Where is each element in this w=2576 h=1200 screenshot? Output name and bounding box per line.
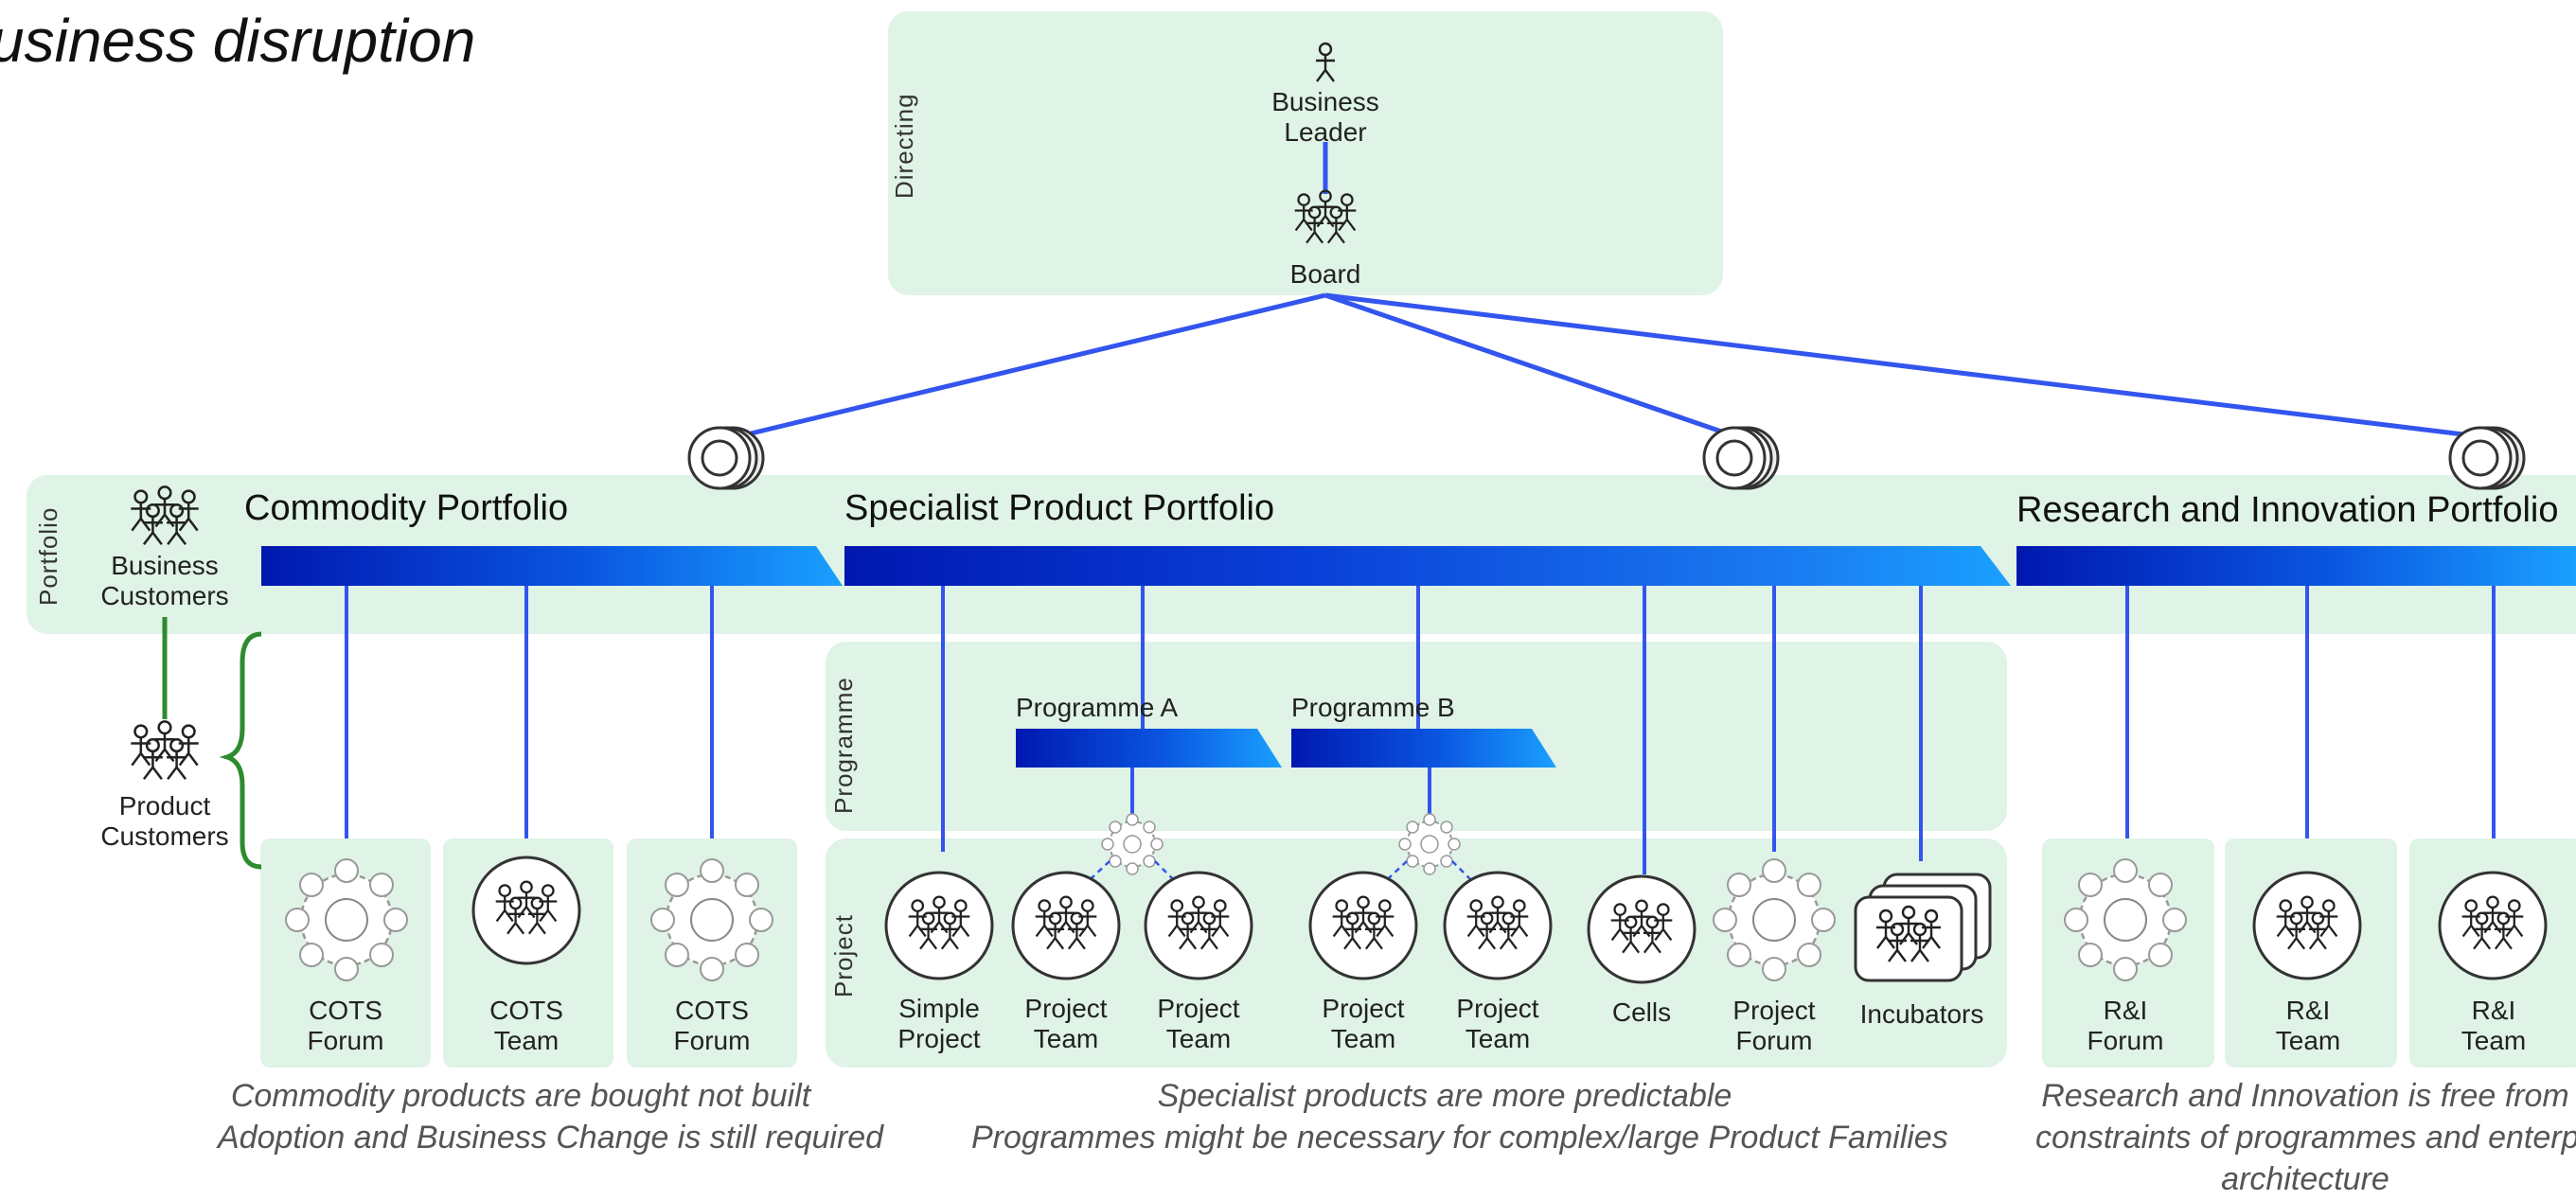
business-customers-label: Business Customers (100, 551, 229, 610)
board-connectors (742, 142, 2472, 438)
programme-a-banner (1016, 729, 1282, 768)
board-icon (1295, 191, 1357, 243)
simple-project-icon (886, 873, 992, 979)
incubators-label: Incubators (1859, 999, 1984, 1029)
project-team-icon-4 (1445, 873, 1551, 979)
programme-a-label: Programme A (1016, 693, 1179, 722)
project-team-icon-2 (1146, 873, 1252, 979)
project-forum-icon (1712, 857, 1837, 982)
business-customers-icon (131, 486, 198, 544)
specialist-caption: Specialist products are more predictable… (971, 1078, 1948, 1156)
research-node-icon (2448, 426, 2526, 490)
research-portfolio-title: Research and Innovation Portfolio (2016, 490, 2559, 530)
product-customers-icon (131, 721, 198, 779)
cells-icon (1589, 876, 1695, 982)
product-customers-label: Product Customers (100, 791, 229, 851)
specialist-connectors (941, 586, 1923, 874)
specialist-portfolio-title: Specialist Product Portfolio (844, 488, 1275, 528)
research-banner (2016, 546, 2576, 586)
directing-region (888, 11, 1723, 295)
board-label: Board (1289, 259, 1361, 289)
project-team-icon-1 (1013, 873, 1119, 979)
programme-a-hub-icon (1101, 813, 1164, 875)
programme-b-hub-icon (1398, 813, 1461, 875)
incubators-icon (1854, 873, 1992, 982)
programme-b-banner (1291, 729, 1556, 768)
commodity-node-icon (687, 426, 765, 490)
commodity-portfolio-title: Commodity Portfolio (244, 488, 569, 528)
specialist-banner (844, 546, 2011, 586)
commodity-connectors (345, 586, 714, 838)
product-customers-bracket (219, 631, 262, 870)
ri-forum-icon (2063, 857, 2188, 982)
ri-team-icon-2 (2440, 873, 2546, 979)
specialist-node-icon (1702, 426, 1780, 490)
programme-b-label: Programme B (1291, 693, 1455, 722)
project-team-icon-3 (1310, 873, 1416, 979)
business-leader-icon (1314, 42, 1337, 83)
research-connectors (2125, 586, 2496, 838)
cots-forum-icon-1 (284, 857, 409, 982)
ri-team-icon-1 (2254, 873, 2360, 979)
business-leader-label: Business Leader (1271, 87, 1379, 147)
commodity-banner (261, 546, 843, 586)
cots-team-icon (473, 857, 579, 963)
research-caption: Research and Innovation is free from con… (2035, 1078, 2576, 1197)
page-title: usiness disruption (0, 7, 476, 75)
commodity-caption: Commodity products are bought not built … (218, 1078, 884, 1156)
cots-forum-icon-2 (649, 857, 774, 982)
cells-label: Cells (1611, 997, 1672, 1027)
